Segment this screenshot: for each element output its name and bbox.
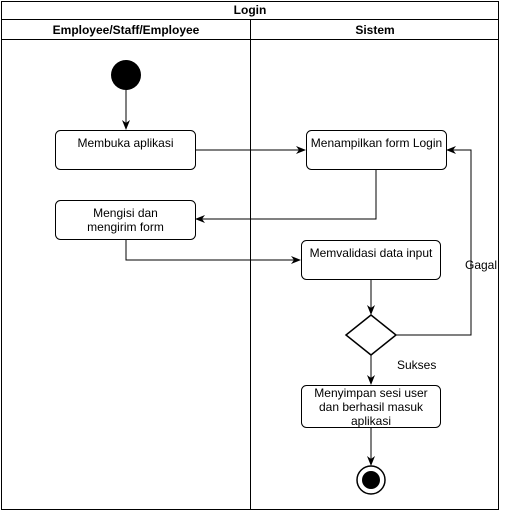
edge-label-success: Sukses (397, 358, 437, 372)
action-show-form: Menampilkan form Login (310, 136, 443, 150)
action-box-open-app (55, 130, 196, 170)
action-open-app: Membuka aplikasi (77, 136, 174, 150)
edge-show-to-fill (195, 170, 377, 223)
action-save-session: Menyimpan sesi user dan berhasil masuk a… (314, 385, 428, 428)
initial-node (111, 60, 141, 90)
action-box-save-session (301, 385, 441, 428)
diagram-title: Login (233, 3, 267, 17)
edge-label-fail: Gagal (465, 258, 498, 272)
edge-fill-to-validate (125, 240, 301, 264)
action-box-validate (301, 240, 441, 280)
edge-decision-fail (396, 146, 472, 336)
lane-header-right: Sistem (355, 23, 395, 37)
lane-header-left: Employee/Staff/Employee (52, 23, 200, 37)
action-validate: Memvalidasi data input (309, 246, 433, 260)
action-fill-form: Mengisi dan mengirim form (87, 206, 164, 234)
final-node-inner (362, 471, 380, 489)
